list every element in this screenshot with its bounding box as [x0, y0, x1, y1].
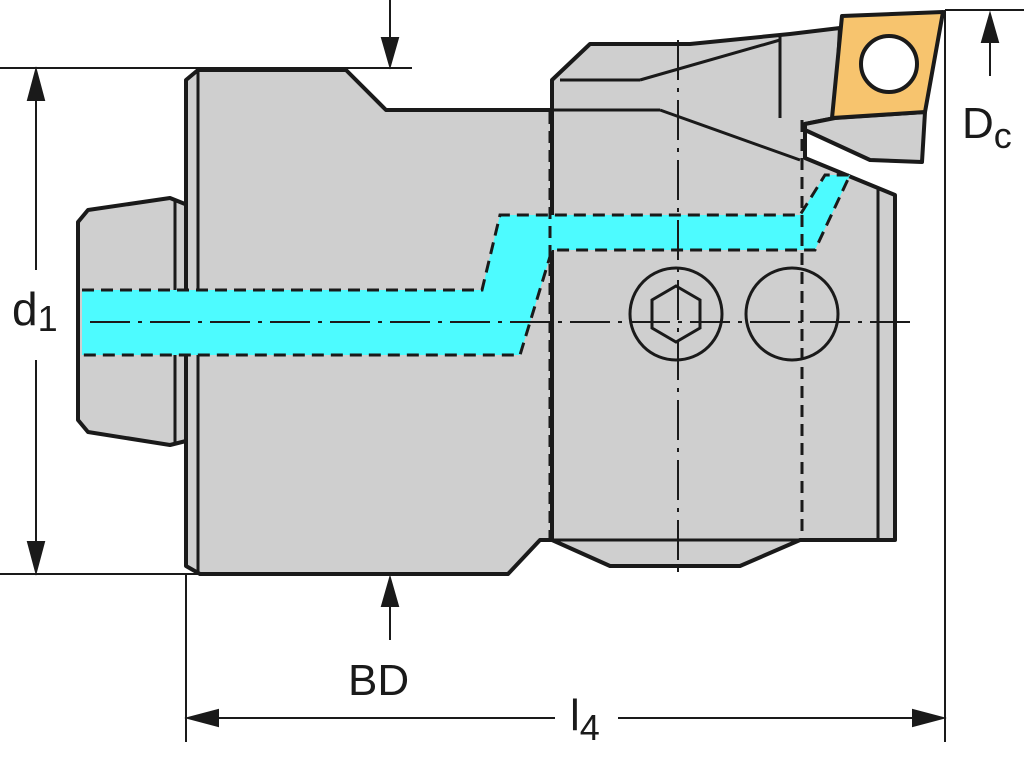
coolant-fill	[82, 175, 850, 355]
insert-seat	[803, 110, 927, 164]
label-l4-sub: 4	[580, 707, 600, 748]
label-dc-sub: c	[994, 115, 1012, 156]
label-dc-main: D	[962, 99, 994, 148]
coolant-dash	[82, 173, 853, 357]
label-d1-main: d	[12, 283, 38, 335]
label-l4-main: l	[570, 691, 580, 740]
coolant-channel	[82, 173, 853, 357]
screw-hole	[744, 266, 840, 362]
label-bd: BD	[348, 656, 409, 705]
screw-hex-socket	[628, 266, 724, 362]
center-lines	[90, 40, 918, 580]
hidden-lines	[548, 112, 804, 540]
cartridge-body	[550, 26, 897, 568]
label-l4: l4	[570, 691, 600, 748]
insert-hole	[859, 34, 919, 94]
label-dc: Dc	[962, 99, 1012, 156]
tool-body	[76, 26, 927, 576]
dimension-lines	[0, 0, 1024, 742]
insert	[830, 10, 945, 120]
label-d1: d1	[12, 283, 58, 339]
label-d1-sub: 1	[38, 298, 58, 339]
